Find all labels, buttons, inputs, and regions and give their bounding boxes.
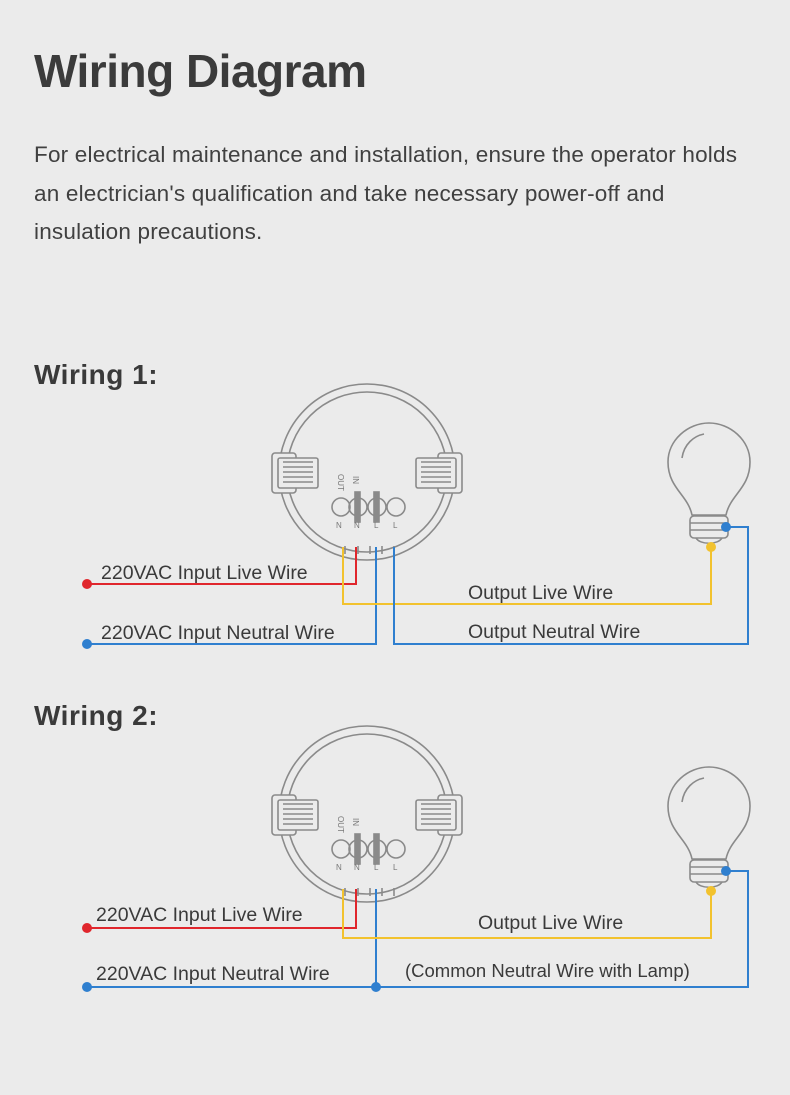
switch-module-icon: [271, 725, 463, 903]
input-live-terminal-dot: [82, 579, 92, 589]
terminal-l-out-label: L: [393, 521, 398, 530]
wiring-2-diagram: OUT IN N N L L 220VAC Input Live Wire 22…: [82, 725, 751, 992]
switch-module-icon: [271, 383, 463, 561]
input-live-label: 220VAC Input Live Wire: [101, 562, 308, 584]
input-neutral-wire: [87, 547, 377, 645]
output-neutral-wire: [393, 526, 749, 645]
terminal-l-in-label: L: [374, 521, 379, 530]
input-live-label: 220VAC Input Live Wire: [96, 904, 303, 926]
common-neutral-label: (Common Neutral Wire with Lamp): [405, 960, 690, 981]
terminal-l-out-label: L: [393, 863, 398, 872]
input-neutral-terminal-dot: [82, 982, 92, 992]
wiring-2-title: Wiring 2:: [34, 700, 159, 731]
wiring-1-diagram: OUT IN N N L L 220VAC Input Live Wire 22…: [82, 383, 751, 649]
lamp-neutral-terminal-dot: [721, 866, 731, 876]
lamp-neutral-terminal-dot: [721, 522, 731, 532]
terminal-n-in-label: N: [354, 863, 360, 872]
input-neutral-wire: [87, 870, 749, 988]
input-neutral-label: 220VAC Input Neutral Wire: [96, 963, 330, 985]
output-live-wire: [342, 547, 712, 605]
lamp-live-terminal-dot: [706, 886, 716, 896]
input-live-wire: [87, 547, 357, 585]
terminal-n-in-label: N: [354, 521, 360, 530]
input-neutral-label: 220VAC Input Neutral Wire: [101, 622, 335, 644]
lamp-live-terminal-dot: [706, 542, 716, 552]
lamp-icon: [667, 766, 751, 889]
wiring-1-title: Wiring 1:: [34, 359, 159, 390]
output-live-label: Output Live Wire: [468, 582, 613, 604]
terminal-n-out-label: N: [336, 863, 342, 872]
terminal-in-label: IN: [351, 476, 360, 484]
input-live-terminal-dot: [82, 923, 92, 933]
output-neutral-label: Output Neutral Wire: [468, 621, 640, 643]
safety-notice: For electrical maintenance and installat…: [34, 142, 738, 244]
terminal-l-in-label: L: [374, 863, 379, 872]
page-title: Wiring Diagram: [34, 45, 367, 97]
terminal-in-label: IN: [351, 818, 360, 826]
input-neutral-terminal-dot: [82, 639, 92, 649]
lamp-icon: [667, 422, 751, 545]
terminal-out-label: OUT: [336, 474, 345, 491]
input-live-wire: [87, 889, 357, 929]
common-neutral-junction-dot: [371, 982, 381, 992]
output-live-wire: [342, 889, 712, 939]
output-live-label: Output Live Wire: [478, 912, 623, 934]
terminal-out-label: OUT: [336, 816, 345, 833]
terminal-n-out-label: N: [336, 521, 342, 530]
